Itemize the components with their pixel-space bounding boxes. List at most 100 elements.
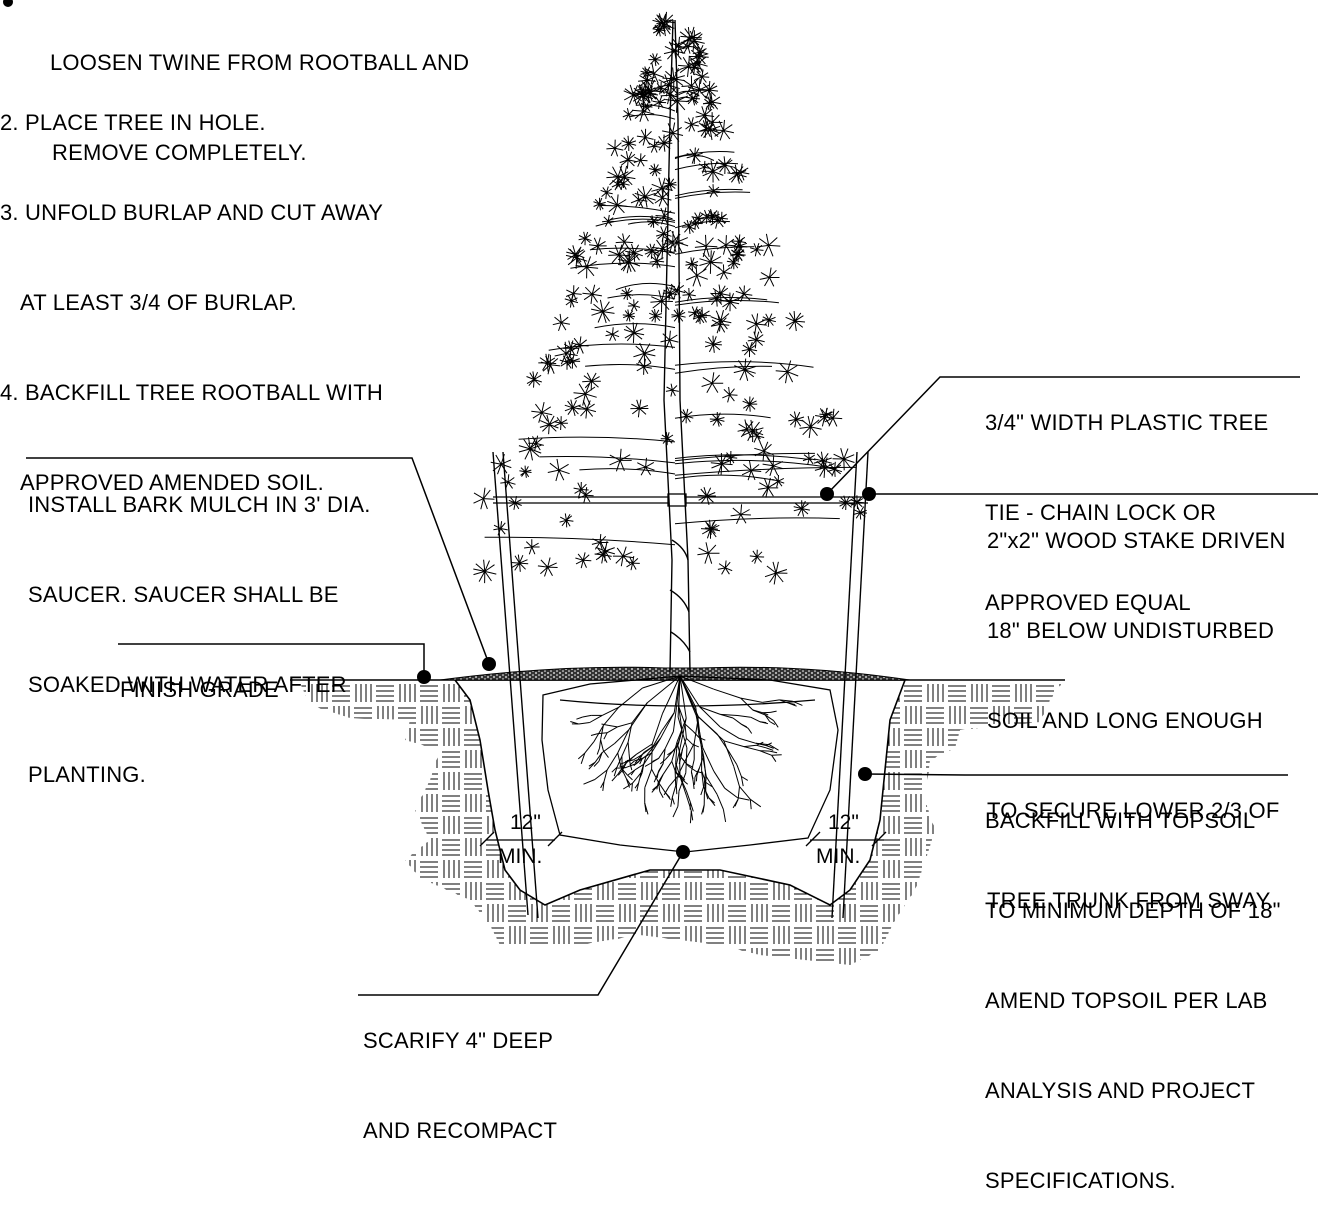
needle-cluster xyxy=(757,234,780,256)
callout-bark-mulch-line: INSTALL BARK MULCH IN 3' DIA. xyxy=(28,490,371,520)
callout-wood-stake-line: 18" BELOW UNDISTURBED xyxy=(987,616,1318,646)
branch xyxy=(610,216,675,220)
needle-cluster xyxy=(750,550,764,564)
needle-cluster xyxy=(620,151,637,169)
root-line xyxy=(695,777,696,785)
needle-cluster xyxy=(743,397,758,412)
needle-cluster xyxy=(582,373,601,391)
needle-cluster xyxy=(758,478,778,498)
callout-backfill: BACKFILL WITH TOPSOIL TO MINIMUM DEPTH O… xyxy=(985,746,1281,1226)
needle-cluster xyxy=(538,558,558,577)
branch xyxy=(675,460,828,467)
branch xyxy=(595,324,675,328)
needle-cluster xyxy=(649,164,662,177)
needle-cluster xyxy=(750,243,763,256)
needle-cluster xyxy=(493,521,507,535)
branch xyxy=(585,364,675,369)
needle-cluster xyxy=(606,327,620,341)
needle-cluster xyxy=(594,198,606,211)
callout-bark-mulch-line: SAUCER. SAUCER SHALL BE xyxy=(28,580,371,610)
needle-cluster xyxy=(661,432,674,445)
needle-cluster xyxy=(662,123,683,144)
callout-tree-tie-line: 3/4" WIDTH PLASTIC TREE xyxy=(985,408,1268,438)
needle-cluster xyxy=(727,165,746,184)
needle-cluster xyxy=(649,309,662,322)
needle-cluster xyxy=(717,156,734,174)
needle-cluster xyxy=(616,234,633,250)
needle-cluster xyxy=(742,342,757,357)
needle-cluster xyxy=(788,412,804,428)
needle-cluster xyxy=(531,402,552,423)
dimension-left-value: 12" xyxy=(510,812,541,834)
needle-cluster xyxy=(697,542,719,563)
needle-cluster xyxy=(601,187,613,199)
needle-cluster xyxy=(656,226,671,242)
note-step-4-line-1: 4. BACKFILL TREE ROOTBALL WITH xyxy=(0,378,383,408)
needle-cluster xyxy=(772,475,784,487)
tree-trunk xyxy=(664,20,690,672)
callout-finish-grade-line: FINISH GRADE xyxy=(120,675,279,705)
needle-cluster xyxy=(541,355,560,374)
needle-cluster xyxy=(560,513,574,527)
needle-cluster xyxy=(630,400,648,418)
needle-cluster xyxy=(700,81,718,99)
needle-cluster xyxy=(754,442,773,462)
needle-cluster xyxy=(519,437,542,460)
callout-scarify-line: SCARIFY 4" DEEP xyxy=(363,1026,557,1056)
needle-cluster xyxy=(579,232,592,245)
needle-cluster xyxy=(606,140,623,157)
branch xyxy=(549,344,675,350)
needle-cluster xyxy=(589,237,607,254)
needle-cluster xyxy=(702,372,724,393)
needle-cluster xyxy=(582,285,602,304)
needle-cluster xyxy=(703,97,716,110)
branch xyxy=(485,537,675,544)
tree-tie xyxy=(493,494,868,506)
needle-cluster xyxy=(648,53,661,66)
needle-cluster xyxy=(602,215,614,227)
note-step-2: 2. PLACE TREE IN HOLE. xyxy=(0,108,383,138)
branch xyxy=(675,366,772,373)
needle-cluster xyxy=(742,420,764,442)
root-line xyxy=(696,775,697,781)
branch xyxy=(675,518,840,524)
needle-cluster xyxy=(566,285,582,301)
needle-cluster xyxy=(685,117,699,131)
needle-cluster xyxy=(633,343,655,365)
needle-cluster xyxy=(634,153,648,166)
needle-cluster xyxy=(718,561,732,575)
branch xyxy=(539,457,675,463)
needle-cluster xyxy=(711,285,729,303)
needle-cluster xyxy=(628,299,640,311)
needle-cluster xyxy=(613,547,633,567)
needle-cluster xyxy=(626,556,640,570)
needle-cluster xyxy=(566,245,584,263)
needle-cluster xyxy=(647,139,661,153)
branch xyxy=(579,469,675,474)
needle-cluster xyxy=(721,293,739,312)
needle-cluster xyxy=(574,482,589,497)
needle-cluster xyxy=(827,462,842,477)
callout-scarify-line: AND RECOMPACT xyxy=(363,1116,557,1146)
callout-bark-mulch-line: PLANTING. xyxy=(28,760,371,790)
note-step-3-line-1: 3. UNFOLD BURLAP AND CUT AWAY xyxy=(0,198,383,228)
callout-wood-stake-line: SOIL AND LONG ENOUGH xyxy=(987,706,1318,736)
needle-cluster xyxy=(575,552,591,568)
needle-cluster xyxy=(524,539,540,554)
needle-cluster xyxy=(637,129,654,146)
branch xyxy=(519,437,675,442)
callout-backfill-line: ANALYSIS AND PROJECT xyxy=(985,1076,1281,1106)
callout-backfill-line: TO MINIMUM DEPTH OF 18" xyxy=(985,896,1281,926)
needle-cluster xyxy=(554,416,568,430)
callout-finish-grade: FINISH GRADE xyxy=(120,615,279,735)
needle-cluster xyxy=(786,311,805,331)
needle-cluster xyxy=(500,474,515,489)
dimension-left-unit: MIN. xyxy=(498,846,542,868)
note-step-3-line-2: AT LEAST 3/4 OF BURLAP. xyxy=(0,288,383,318)
callout-wood-stake-line: 2"x2" WOOD STAKE DRIVEN xyxy=(987,526,1318,556)
needle-cluster xyxy=(800,416,822,438)
needle-cluster xyxy=(474,488,495,510)
needle-cluster xyxy=(610,449,632,472)
needle-cluster xyxy=(511,555,528,572)
callout-scarify: SCARIFY 4" DEEP AND RECOMPACT xyxy=(363,966,557,1176)
